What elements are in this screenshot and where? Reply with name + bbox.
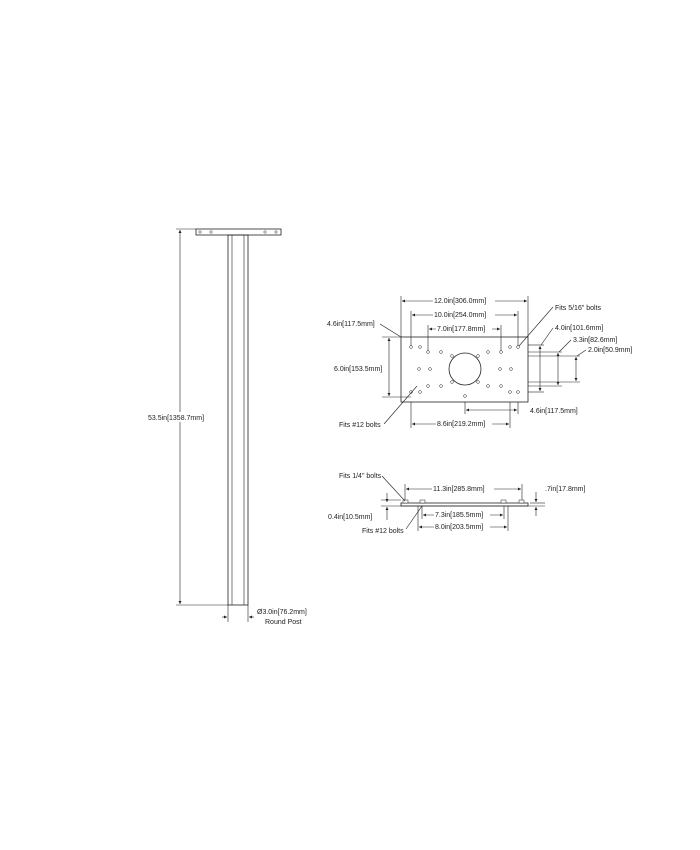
dim-width-12: 12.0in[306.0mm] (434, 298, 486, 305)
dim-left-4-6: 4.6in[117.5mm] (327, 321, 375, 328)
dim-height-6: 6.0in[153.5mm] (334, 366, 382, 373)
side-plate-view (381, 499, 545, 507)
round-post-body (227, 234, 249, 606)
post-diameter-dimension: Ø3.0in[76.2mm] Round Post (222, 605, 307, 626)
dim-right-2-0: 2.0in[50.9mm] (588, 347, 632, 354)
post-drawing (195, 228, 282, 606)
dim-width-11-3: 11.3in[285.8mm] (433, 486, 485, 493)
note-bolts-12-top: Fits #12 bolts (339, 422, 381, 429)
post-diameter-label: Ø3.0in[76.2mm] (257, 609, 307, 616)
dim-width-7-3: 7.3in[185.5mm] (435, 512, 483, 519)
dim-right-4-0: 4.0in[101.6mm] (555, 325, 603, 332)
dim-width-10: 10.0in[254.0mm] (434, 312, 486, 319)
note-bolts-1-4: Fits 1/4" bolts (339, 473, 382, 480)
top-plate-dimensions: 12.0in[306.0mm] 10.0in[254.0mm] 7.0in[17… (327, 296, 632, 429)
post-height-dimension: 53.5in[1358.7mm] (146, 228, 228, 606)
plate-hole (274, 230, 278, 234)
dim-left-0-4: 0.4in[10.5mm] (328, 514, 372, 521)
dim-width-7: 7.0in[177.8mm] (437, 326, 485, 333)
top-plate-view (400, 336, 529, 403)
post-type-label: Round Post (265, 619, 302, 626)
dim-bottom-4-6: 4.6in[117.5mm] (530, 408, 578, 415)
plate-hole (198, 230, 202, 234)
plate-hole (263, 230, 267, 234)
dim-thick-7: .7in[17.8mm] (545, 486, 586, 493)
side-plate-outline (400, 502, 529, 507)
side-plate-dimensions: Fits 1/4" bolts 11.3in[285.8mm] .7in[17.… (328, 473, 586, 535)
center-hole (448, 352, 482, 386)
plate-hole (209, 230, 213, 234)
post-top-plate (195, 228, 282, 236)
note-bolts-5-16: Fits 5/16" bolts (555, 305, 602, 312)
post-height-label: 53.5in[1358.7mm] (148, 415, 204, 422)
dim-bottom-8-6: 8.6in[219.2mm] (437, 421, 485, 428)
note-bolts-12-side: Fits #12 bolts (362, 528, 404, 535)
dim-right-3-3: 3.3in[82.6mm] (573, 337, 617, 344)
dim-width-8-0: 8.0in[203.5mm] (435, 524, 483, 531)
top-plate-outline (400, 336, 529, 403)
